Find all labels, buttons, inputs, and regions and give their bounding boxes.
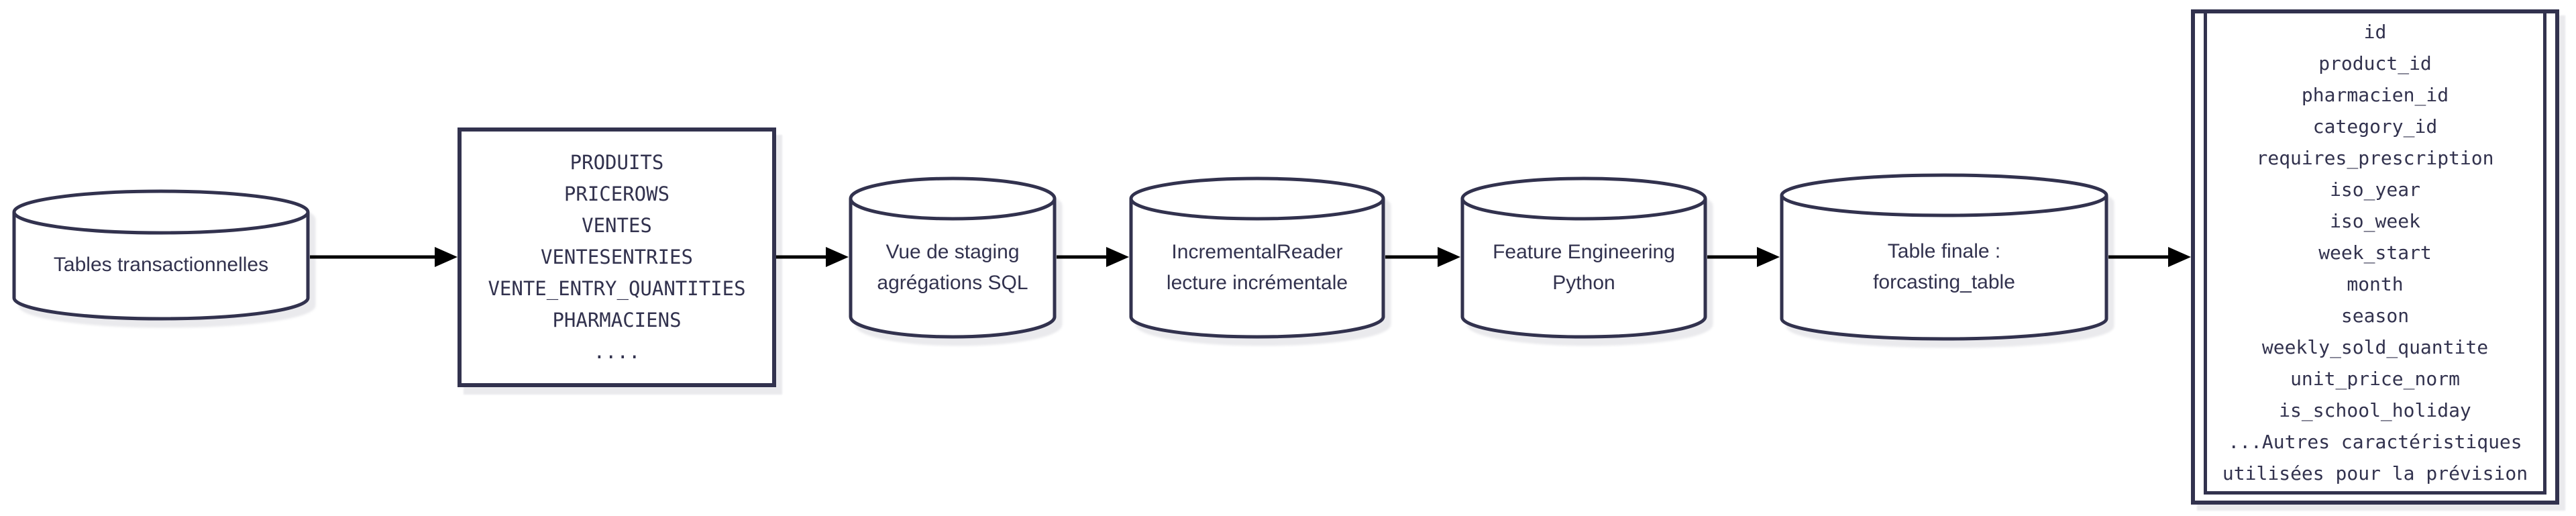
table-name: ....	[593, 340, 641, 363]
table-name: VENTES	[582, 214, 652, 237]
node-label-line: forcasting_table	[1873, 271, 2015, 293]
node-label-line: lecture incrémentale	[1166, 272, 1348, 294]
column-name: week_start	[2318, 241, 2432, 264]
table-name: PHARMACIENS	[552, 309, 682, 331]
node-label: IncrementalReader lecture incrémentale	[1129, 199, 1385, 336]
node-forecasting-columns: id product_id pharmacien_id category_id …	[2191, 9, 2559, 505]
column-name: iso_year	[2330, 178, 2420, 201]
table-name: PRICEROWS	[564, 183, 670, 205]
node-transactional-tables: PRODUITS PRICEROWS VENTES VENTESENTRIES …	[458, 127, 776, 387]
node-label: Tables transactionnelles	[12, 212, 310, 318]
column-name: unit_price_norm	[2290, 367, 2460, 390]
node-label-line: Tables transactionnelles	[53, 254, 269, 276]
table-name: VENTE_ENTRY_QUANTITIES	[488, 277, 746, 300]
flow-arrow	[776, 246, 849, 268]
column-name: iso_week	[2330, 209, 2420, 232]
flow-arrow	[310, 246, 458, 268]
column-name: id	[2363, 20, 2387, 43]
node-label: Feature Engineering Python	[1460, 199, 1707, 336]
cylinder-shape-icon	[849, 176, 1057, 339]
node-label-line: IncrementalReader	[1171, 241, 1343, 263]
node-label-line: Feature Engineering	[1493, 241, 1675, 263]
cylinder-shape-icon	[1780, 173, 2108, 341]
column-name: is_school_holiday	[2279, 399, 2471, 421]
cylinder-shape-icon	[1129, 176, 1385, 339]
node-label: Table finale : forcasting_table	[1780, 196, 2108, 338]
column-name: utilisées pour la prévision	[2222, 462, 2528, 484]
node-source-database: Tables transactionnelles	[12, 189, 310, 321]
node-label-line: agrégations SQL	[877, 272, 1028, 294]
column-name: month	[2347, 272, 2404, 295]
table-name: VENTESENTRIES	[541, 246, 693, 268]
column-name: season	[2341, 304, 2410, 327]
node-feature-engineering: Feature Engineering Python	[1460, 176, 1707, 339]
node-staging-view: Vue de staging agrégations SQL	[849, 176, 1057, 339]
node-incremental-reader: IncrementalReader lecture incrémentale	[1129, 176, 1385, 339]
column-name: weekly_sold_quantite	[2261, 336, 2489, 358]
node-label-line: Vue de staging	[885, 241, 1020, 263]
flow-arrow	[2108, 246, 2191, 268]
flow-arrow	[1707, 246, 1780, 268]
flow-arrow	[1057, 246, 1129, 268]
node-label-line: Python	[1552, 272, 1615, 294]
column-name: requires_prescription	[2256, 146, 2494, 169]
columns-list: id product_id pharmacien_id category_id …	[2204, 13, 2546, 495]
cylinder-shape-icon	[12, 189, 310, 321]
node-final-table: Table finale : forcasting_table	[1780, 173, 2108, 341]
column-name: pharmacien_id	[2301, 83, 2449, 106]
column-name: product_id	[2318, 52, 2432, 74]
column-name: ...Autres caractéristiques	[2228, 430, 2522, 453]
flow-arrow	[1385, 246, 1460, 268]
table-name: PRODUITS	[570, 151, 664, 174]
cylinder-shape-icon	[1460, 176, 1707, 339]
column-name: category_id	[2312, 115, 2438, 138]
node-label: Vue de staging agrégations SQL	[849, 199, 1057, 336]
node-label-line: Table finale :	[1887, 240, 2001, 262]
